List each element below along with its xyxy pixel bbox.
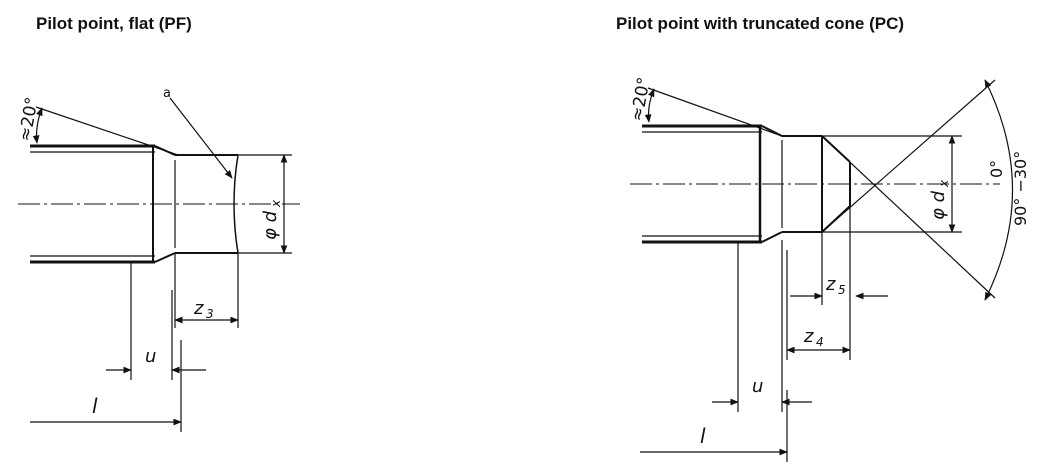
note-a-label: a: [163, 86, 171, 101]
z3-sub: 3: [206, 307, 214, 321]
angle-label-right: ≈20°: [627, 76, 654, 123]
z3-label: z: [193, 298, 204, 319]
l-label-left: l: [92, 394, 98, 418]
z4-label: z: [803, 326, 814, 347]
z5-sub: 5: [838, 283, 846, 297]
drawing-flat-pilot-point: [18, 97, 300, 432]
diameter-label-right: φ d: [928, 190, 949, 220]
labels-truncated-cone-pilot-point: ≈20° φ d x 0° 90° −30° z 5 z 4 u l: [627, 76, 1030, 448]
l-label-right: l: [700, 424, 706, 448]
u-label-right: u: [752, 376, 763, 397]
title-pilot-point-truncated-cone: Pilot point with truncated cone (PC): [616, 14, 905, 33]
diameter-label-left: φ d: [260, 210, 281, 240]
z4-sub: 4: [816, 335, 824, 349]
diameter-sub-left: x: [269, 199, 283, 208]
cone-angle-top-label: 0°: [987, 160, 1006, 178]
u-label-left: u: [145, 346, 156, 367]
drawing-truncated-cone-pilot-point: [630, 79, 1014, 462]
z5-label: z: [825, 274, 836, 295]
angle-label-left: ≈20°: [15, 96, 42, 143]
diameter-sub-right: x: [937, 179, 951, 188]
labels-flat-pilot-point: ≈20° a φ d x z 3 u l: [15, 86, 283, 418]
cone-angle-bottom-label: 90° −30°: [1011, 151, 1030, 226]
title-pilot-point-flat: Pilot point, flat (PF): [36, 14, 192, 33]
